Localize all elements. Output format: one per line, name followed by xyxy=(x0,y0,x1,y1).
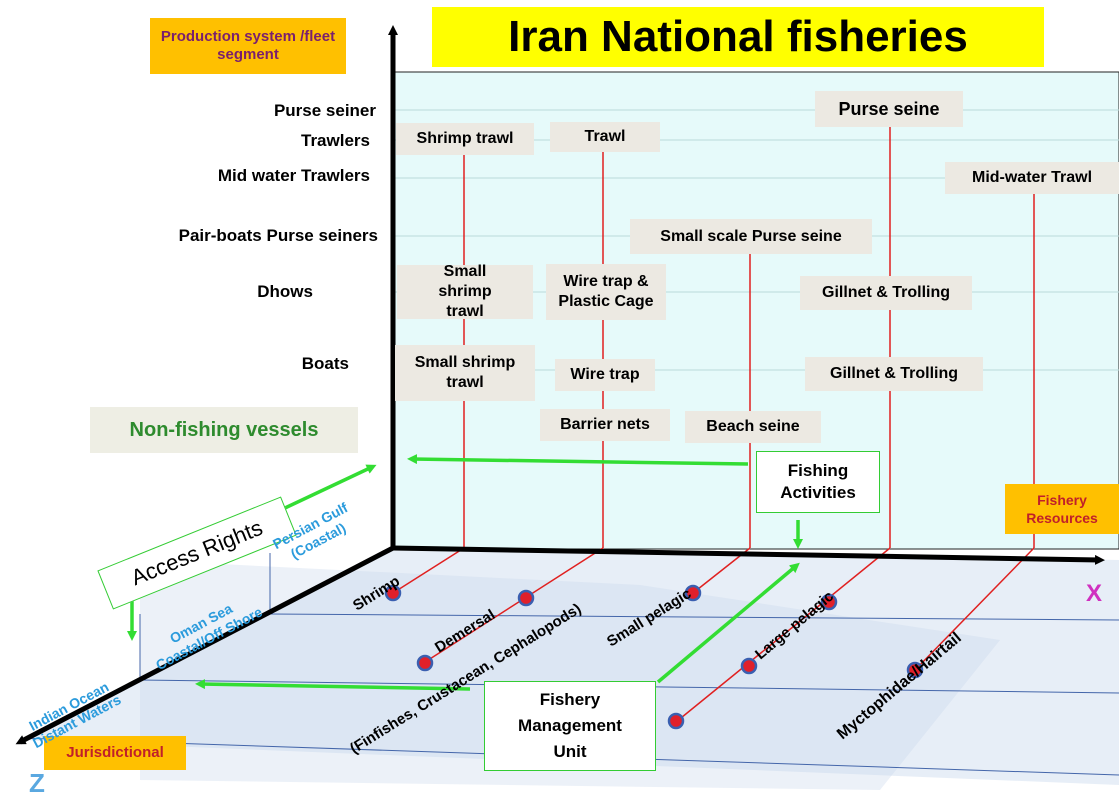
gear-small-shrimp-trawl-dhow: Small shrimp trawl xyxy=(397,263,533,320)
fishing-activities-box: Fishing Activities xyxy=(756,451,880,513)
gear-small-shrimp-trawl-boat: Small shrimp trawl xyxy=(395,345,535,401)
gear-gillnet-trolling-boat: Gillnet & Trolling xyxy=(805,357,983,391)
gear-wire-trap-plastic-cage: Wire trap & Plastic Cage xyxy=(546,264,666,320)
dot-small-pelagic xyxy=(684,584,702,602)
dot-large-pelagic-1 xyxy=(820,593,838,611)
resource-dots xyxy=(384,584,924,730)
x-axis xyxy=(392,545,1105,565)
gear-mid-water-trawl: Mid-water Trawl xyxy=(945,162,1119,194)
fleet-trawlers: Trawlers xyxy=(301,131,370,150)
fishery-management-unit-box: Fishery Management Unit xyxy=(484,681,656,771)
dot-large-pelagic-2 xyxy=(740,657,758,675)
gear-small-scale-purse-seine: Small scale Purse seine xyxy=(630,219,872,254)
dot-large-pelagic-3 xyxy=(667,712,685,730)
fleet-mid-water-trawlers: Mid water Trawlers xyxy=(217,166,370,185)
gear-barrier-nets: Barrier nets xyxy=(540,409,670,441)
fleet-dhows: Dhows xyxy=(257,282,313,301)
floor-line-1 xyxy=(269,613,1119,621)
dot-demersal-2 xyxy=(416,654,434,672)
z-axis-letter: Z xyxy=(29,768,45,798)
fleet-boats: Boats xyxy=(301,354,349,373)
gear-beach-seine: Beach seine xyxy=(685,411,821,443)
dot-myctophidae xyxy=(906,661,924,679)
z-axis-label: Jurisdictional xyxy=(44,736,186,770)
fleet-purse-seiner: Purse seiner xyxy=(273,101,376,120)
floor-plane xyxy=(20,548,1119,785)
x-axis-letter: X xyxy=(1086,580,1103,607)
gear-shrimp-trawl: Shrimp trawl xyxy=(396,123,534,155)
resource-lines xyxy=(392,547,1035,723)
gear-trawl: Trawl xyxy=(550,122,660,152)
z-axis xyxy=(15,545,395,745)
fleet-non-fishing: Non-fishing vessels xyxy=(90,407,358,453)
dot-demersal-1 xyxy=(517,589,535,607)
dot-shrimp xyxy=(384,584,402,602)
y-axis-label: Production system /fleet segment xyxy=(150,18,346,74)
gear-gillnet-trolling-dhow: Gillnet & Trolling xyxy=(800,276,972,310)
page-title: Iran National fisheries xyxy=(432,7,1044,67)
gear-wire-trap: Wire trap xyxy=(555,359,655,391)
fleet-non-fishing-label: Non-fishing vessels xyxy=(129,418,319,441)
gear-purse-seine: Purse seine xyxy=(815,91,963,127)
fleet-pair-boats: Pair-boats Purse seiners xyxy=(178,226,378,245)
x-axis-label: Fishery Resources xyxy=(1005,484,1119,534)
